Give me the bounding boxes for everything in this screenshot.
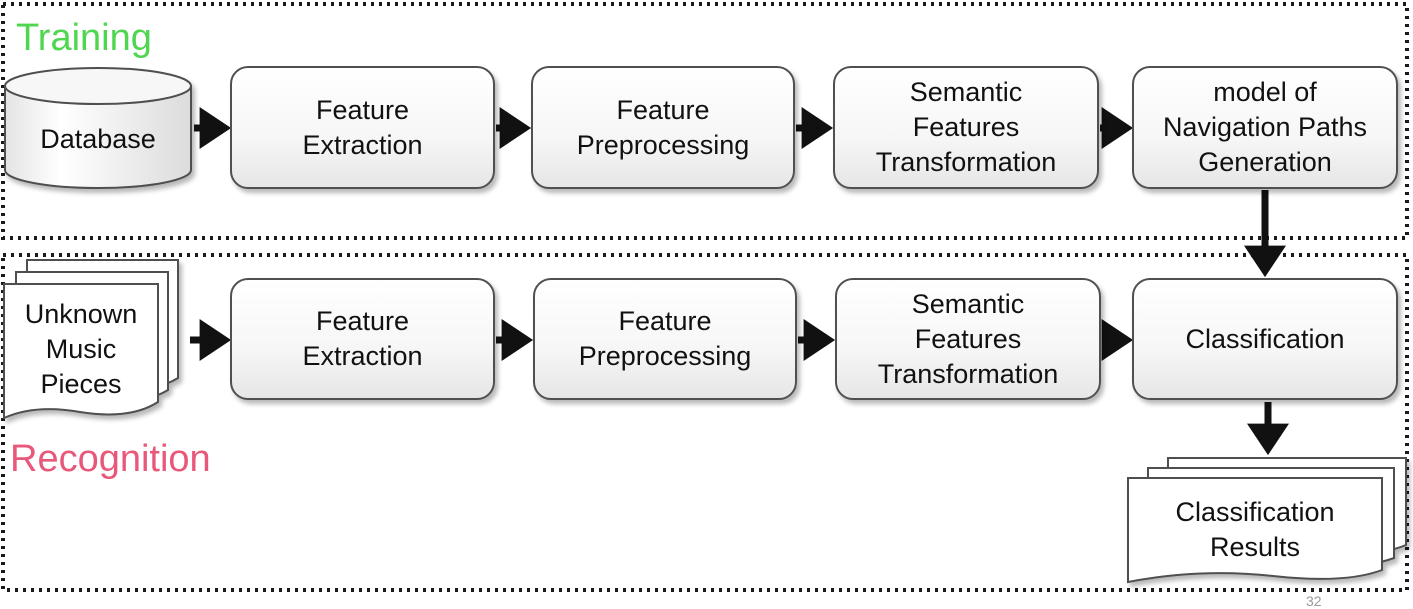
recognition-feature-extraction-label: Feature Extraction <box>302 306 423 371</box>
database-cylinder-icon <box>4 67 192 189</box>
recognition-semantic-transformation-label: Semantic Features Transformation <box>877 288 1059 389</box>
training-feature-preprocessing-label: Feature Preprocessing <box>576 94 750 160</box>
training-frame <box>1 2 1409 240</box>
database-label: Database <box>40 123 156 154</box>
model-generation-label: model of Navigation Paths Generation <box>1162 77 1368 177</box>
training-feature-preprocessing-box: Feature Preprocessing <box>531 66 795 189</box>
training-feature-extraction-box: Feature Extraction <box>230 66 495 189</box>
page-number: 32 <box>1306 593 1322 609</box>
training-semantic-transformation-box: Semantic Features Transformation <box>833 66 1099 189</box>
training-semantic-transformation-label: Semantic Features Transformation <box>875 77 1057 177</box>
unknown-music-label: Unknown Music Pieces <box>24 298 138 399</box>
recognition-feature-extraction-box: Feature Extraction <box>230 278 495 400</box>
classification-results-label: Classification Results <box>1175 497 1335 562</box>
unknown-music-document-stack-icon <box>3 259 179 420</box>
classification-results-document-stack-icon <box>1127 457 1407 584</box>
training-section-label: Training <box>16 17 152 59</box>
training-feature-extraction-label: Feature Extraction <box>302 94 423 160</box>
recognition-section-label: Recognition <box>10 438 211 480</box>
recognition-feature-preprocessing-label: Feature Preprocessing <box>578 306 752 371</box>
model-generation-box: model of Navigation Paths Generation <box>1132 66 1398 189</box>
recognition-semantic-transformation-box: Semantic Features Transformation <box>835 278 1101 400</box>
classification-label: Classification <box>1185 323 1345 354</box>
classification-box: Classification <box>1132 278 1398 400</box>
recognition-frame <box>1 253 1409 592</box>
recognition-feature-preprocessing-box: Feature Preprocessing <box>533 278 797 400</box>
